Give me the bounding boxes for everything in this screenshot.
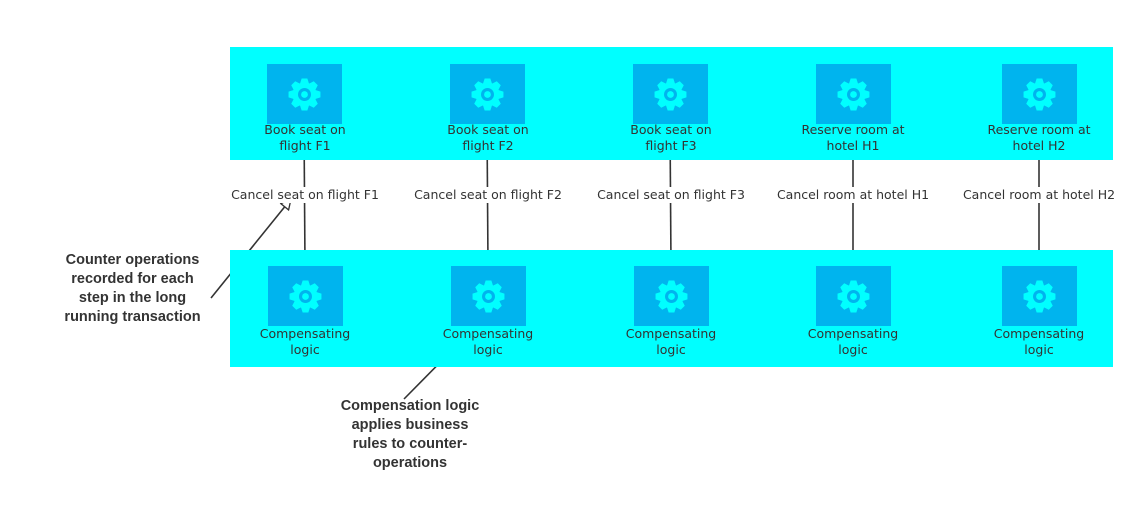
gear-icon xyxy=(1023,78,1056,111)
forward-step-label: Book seat on flight F1 xyxy=(240,122,370,154)
compensating-step-node[interactable] xyxy=(1002,266,1077,326)
callout-line: rules to counter- xyxy=(352,436,468,452)
compensating-step-label-line2: logic xyxy=(290,342,320,357)
compensating-step-node[interactable] xyxy=(634,266,709,326)
forward-step-node[interactable] xyxy=(1002,64,1077,124)
forward-step-label-line1: Book seat on xyxy=(264,122,346,137)
gear-icon xyxy=(288,78,321,111)
counter-operation-label: Cancel seat on flight F3 xyxy=(581,187,761,203)
gear-icon xyxy=(471,78,504,111)
counter-operation-label: Cancel seat on flight F1 xyxy=(215,187,395,203)
forward-step-label: Book seat on flight F3 xyxy=(606,122,736,154)
gear-icon xyxy=(655,280,688,313)
callout-line: operations xyxy=(372,455,448,471)
forward-step-label-line2: hotel H2 xyxy=(1012,138,1066,153)
compensating-step-label-line2: logic xyxy=(838,342,868,357)
compensation-logic-callout: Compensation logic applies business rule… xyxy=(320,397,500,473)
gear-icon xyxy=(472,280,505,313)
compensating-step-node[interactable] xyxy=(451,266,526,326)
compensating-step-label-line1: Compensating xyxy=(625,326,717,341)
callout-line: step in the long xyxy=(78,290,187,306)
forward-step-node[interactable] xyxy=(816,64,891,124)
compensating-step-label-line2: logic xyxy=(1024,342,1054,357)
forward-step-label: Reserve room at hotel H2 xyxy=(974,122,1104,154)
compensating-step-label: Compensating logic xyxy=(974,326,1104,358)
compensating-step-label-line1: Compensating xyxy=(442,326,534,341)
compensating-step-label-line1: Compensating xyxy=(807,326,899,341)
gear-icon xyxy=(837,78,870,111)
callout-line: applies business xyxy=(351,417,469,433)
callout-line: Counter operations xyxy=(65,252,200,268)
compensating-step-node[interactable] xyxy=(816,266,891,326)
compensating-step-node[interactable] xyxy=(268,266,343,326)
compensating-step-label: Compensating logic xyxy=(788,326,918,358)
compensating-step-label: Compensating logic xyxy=(423,326,553,358)
forward-step-label-line1: Reserve room at xyxy=(987,122,1091,137)
forward-step-node[interactable] xyxy=(633,64,708,124)
compensating-step-label-line2: logic xyxy=(656,342,686,357)
gear-icon xyxy=(1023,280,1056,313)
compensating-step-label: Compensating logic xyxy=(606,326,736,358)
forward-step-node[interactable] xyxy=(267,64,342,124)
forward-step-label-line1: Book seat on xyxy=(630,122,712,137)
counter-operation-label: Cancel room at hotel H2 xyxy=(949,187,1129,203)
forward-step-label-line2: flight F3 xyxy=(645,138,697,153)
callout-line: Compensation logic xyxy=(340,398,480,414)
forward-step-label: Book seat on flight F2 xyxy=(423,122,553,154)
forward-step-label-line2: flight F2 xyxy=(462,138,514,153)
gear-icon xyxy=(289,280,322,313)
counter-operation-label: Cancel room at hotel H1 xyxy=(763,187,943,203)
counter-operation-label: Cancel seat on flight F2 xyxy=(398,187,578,203)
counter-callout-pointer xyxy=(210,199,291,299)
compensating-step-label-line1: Compensating xyxy=(259,326,351,341)
forward-step-label-line1: Reserve room at xyxy=(801,122,905,137)
forward-step-label-line2: flight F1 xyxy=(279,138,331,153)
forward-step-label: Reserve room at hotel H1 xyxy=(788,122,918,154)
counter-operations-callout: Counter operations recorded for each ste… xyxy=(40,251,225,327)
compensating-step-label-line1: Compensating xyxy=(993,326,1085,341)
callout-line: running transaction xyxy=(64,309,201,325)
callout-line: recorded for each xyxy=(71,271,194,287)
gear-icon xyxy=(837,280,870,313)
compensating-step-label-line2: logic xyxy=(473,342,503,357)
forward-step-label-line2: hotel H1 xyxy=(826,138,880,153)
compensating-step-label: Compensating logic xyxy=(240,326,370,358)
gear-icon xyxy=(654,78,687,111)
forward-step-node[interactable] xyxy=(450,64,525,124)
forward-step-label-line1: Book seat on xyxy=(447,122,529,137)
